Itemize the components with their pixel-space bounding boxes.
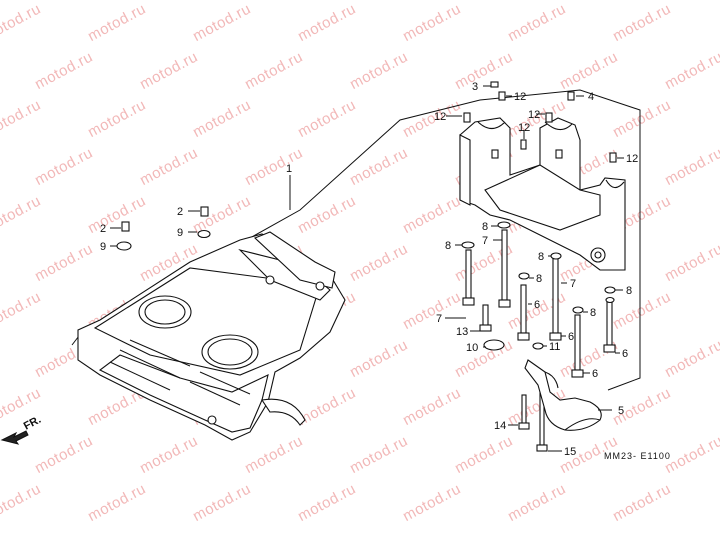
callout-14: 14 [494,420,506,432]
callout-1: 1 [286,163,292,175]
crankcase-lower [77,231,346,441]
diagram-code: MM23- E1100 [604,451,671,461]
callout-6-a: 6 [534,299,540,311]
callout-6-d: 6 [622,348,628,360]
callout-9-left: 9 [100,241,106,253]
front-arrow-label: FR. [22,414,43,433]
callout-6-c: 6 [592,368,598,380]
callout-7-b: 7 [570,278,576,290]
callout-2-right: 2 [177,206,183,218]
callout-2-left: 2 [100,223,106,235]
leader-lines [110,85,624,452]
callout-9-right: 9 [177,227,183,239]
washers [116,81,617,351]
callout-12-e: 12 [626,153,638,165]
callout-8-d: 8 [538,251,544,263]
bolt-13 [479,304,492,332]
bolt-6-d [603,299,616,353]
callout-8-c: 8 [536,273,542,285]
bearing-cap-assembly [459,117,626,271]
callout-12-c: 12 [528,109,540,121]
callout-4: 4 [588,91,594,103]
bolts [462,229,616,452]
callout-3: 3 [472,81,478,93]
bolt-7-right [498,229,511,308]
front-arrow: FR. [0,414,43,445]
bolt-6-c [571,314,584,378]
callout-8-e: 8 [590,307,596,319]
callout-11: 11 [549,341,560,353]
bolt-7-left [462,249,475,306]
callout-10: 10 [466,342,478,354]
callout-8-b: 8 [482,221,488,233]
callout-labels: 1 2 2 3 4 5 6 6 6 6 7 7 7 8 8 8 8 8 8 9 … [100,81,671,461]
callout-8-f: 8 [626,285,632,297]
callout-12-b: 12 [434,111,446,123]
callout-8-a: 8 [445,240,451,252]
callout-12-a: 12 [514,91,526,103]
callout-7-a: 7 [482,235,488,247]
callout-5: 5 [618,405,624,417]
bolt-6-a [517,284,530,341]
oil-strainer [524,359,602,431]
bolt-14 [518,394,530,430]
callout-6-b: 6 [568,331,574,343]
callout-12-d: 12 [518,122,530,134]
callout-15: 15 [564,446,576,458]
callout-13: 13 [456,326,468,338]
bolt-6-b [549,257,562,341]
callout-7-c: 7 [436,313,442,325]
